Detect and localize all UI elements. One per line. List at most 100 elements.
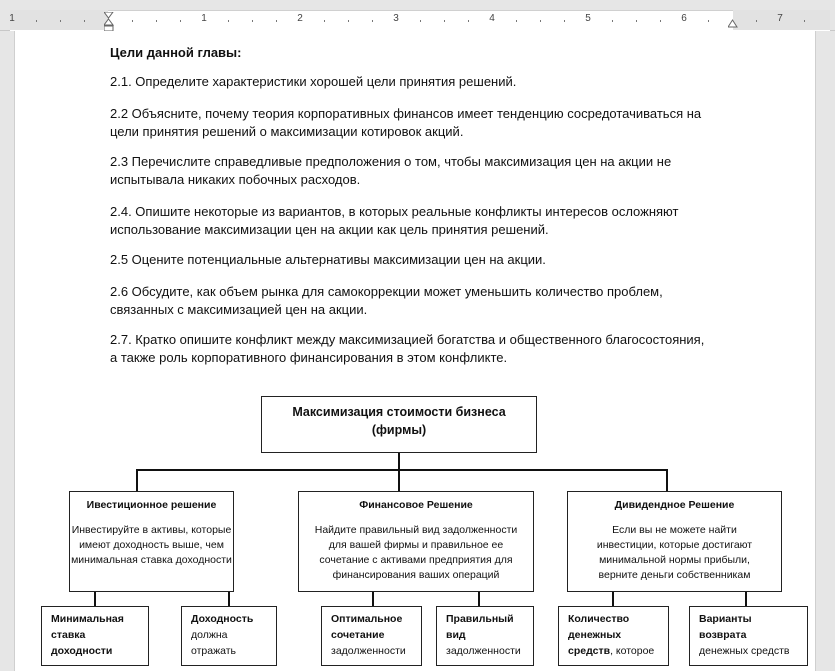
connector-line <box>398 469 400 491</box>
paragraph-line: связанных с максимизацией цен на акции. <box>110 302 368 317</box>
sub-line: Варианты <box>699 613 752 625</box>
ruler-label: 3 <box>393 13 399 24</box>
ruler-label: 6 <box>681 13 687 24</box>
ruler-tick <box>444 20 445 22</box>
dividend-decision-box: Дивидендное Решение Если вы не можете на… <box>567 491 782 592</box>
root-title-line: Максимизация стоимости бизнеса <box>292 405 506 419</box>
decision-body-line: Найдите правильный вид задолженности <box>314 524 518 536</box>
decision-body-line: Инвестируйте в активы, которые <box>71 524 232 536</box>
goal-paragraph: 2.5 Оцените потенциальные альтернативы м… <box>110 252 546 267</box>
right-indent-marker[interactable] <box>728 19 738 29</box>
investment-decision-box: Ивестиционное решение Инвестируйте в акт… <box>69 491 234 592</box>
sub-line: денежных средств <box>699 645 790 657</box>
paragraph-line: испытывала никаких побочных расходов. <box>110 172 361 187</box>
ruler-label: 1 <box>9 13 15 24</box>
decision-title: Финансовое Решение <box>359 499 473 511</box>
sub-box-optimal-mix: Оптимальное сочетание задолженности <box>321 606 422 666</box>
goal-paragraph: 2.3 Перечислите справедливые предположен… <box>110 153 750 189</box>
sub-line: должна <box>191 629 228 641</box>
paragraph-line: цели принятия решений о максимизации кот… <box>110 124 464 139</box>
first-line-indent-marker[interactable] <box>104 12 114 32</box>
sub-line: денежных <box>568 629 622 641</box>
ruler-tick <box>564 20 565 22</box>
ruler-tick <box>132 20 133 22</box>
sub-line: задолженности <box>446 645 521 657</box>
ruler-label: 4 <box>489 13 495 24</box>
ruler-tick <box>636 20 637 22</box>
ruler-tick <box>804 20 805 22</box>
paragraph-line: 2.7. Кратко опишите конфликт между макси… <box>110 332 705 347</box>
decision-body-line: сочетание с активами предприятия для <box>319 554 513 566</box>
goal-paragraph: 2.4. Опишите некоторые из вариантов, в к… <box>110 203 750 239</box>
connector-line <box>228 592 230 607</box>
ruler-tick <box>60 20 61 22</box>
paragraph-line: 2.4. Опишите некоторые из вариантов, в к… <box>110 204 679 219</box>
document-page[interactable]: Цели данной главы: 2.1. Определите харак… <box>14 31 816 671</box>
ruler-label: 1 <box>201 13 207 24</box>
ruler-tick <box>84 20 85 22</box>
goal-paragraph: 2.2 Объясните, почему теория корпоративн… <box>110 105 750 141</box>
goal-paragraph: 2.7. Кратко опишите конфликт между макси… <box>110 331 750 367</box>
sub-line: вид <box>446 629 466 641</box>
ruler-tick <box>708 20 709 22</box>
sub-line: Доходность <box>191 613 254 625</box>
decision-title: Ивестиционное решение <box>86 499 217 511</box>
paragraph-line: 2.3 Перечислите справедливые предположен… <box>110 154 672 169</box>
sub-line-bold-part: средств <box>568 645 611 657</box>
connector-line <box>666 469 668 491</box>
goal-paragraph: 2.6 Обсудите, как объем рынка для самоко… <box>110 283 750 319</box>
decision-body-line: Если вы не можете найти <box>612 524 737 536</box>
ruler-tick <box>276 20 277 22</box>
connector-line <box>398 453 400 470</box>
horizontal-ruler[interactable]: 1 1 2 3 4 5 6 7 <box>0 0 835 32</box>
ruler-tick <box>540 20 541 22</box>
ruler-right-margin <box>733 10 830 30</box>
decision-body-line: для вашей фирмы и правильное ее <box>328 539 504 551</box>
sub-line-mixed: средств, которое <box>568 643 668 659</box>
connector-line <box>745 592 747 607</box>
connector-line <box>94 592 96 607</box>
decision-body-line: минимальная ставка доходности <box>71 554 232 566</box>
connector-line <box>136 469 138 491</box>
sub-line-normal-part: , которое <box>610 645 655 657</box>
ruler-tick <box>348 20 349 22</box>
ruler-tick <box>372 20 373 22</box>
ruler-tick <box>756 20 757 22</box>
sub-box-return-options: Варианты возврата денежных средств <box>689 606 808 666</box>
paragraph-line: 2.2 Объясните, почему теория корпоративн… <box>110 106 702 121</box>
ruler-left-margin <box>10 10 108 30</box>
sub-box-cash-amount: Количество денежных средств, которое <box>558 606 669 666</box>
ruler-tick <box>156 20 157 22</box>
ruler-tick <box>660 20 661 22</box>
decision-body-line: имеют доходность выше, чем <box>79 539 224 551</box>
paragraph-line: 2.6 Обсудите, как объем рынка для самоко… <box>110 284 663 299</box>
ruler-tick <box>468 20 469 22</box>
connector-line <box>612 592 614 607</box>
ruler-tick <box>516 20 517 22</box>
sub-line: Минимальная <box>51 613 124 625</box>
financing-decision-box: Финансовое Решение Найдите правильный ви… <box>298 491 534 592</box>
ruler-label: 7 <box>777 13 783 24</box>
sub-line: Оптимальное <box>331 613 403 625</box>
chapter-goals-heading: Цели данной главы: <box>110 45 242 60</box>
connector-line <box>136 469 667 471</box>
ruler-tick <box>36 20 37 22</box>
ruler-tick <box>228 20 229 22</box>
decision-body-line: финансирования ваших операций <box>332 569 500 581</box>
ruler-label: 2 <box>297 13 303 24</box>
goal-paragraph: 2.1. Определите характеристики хорошей ц… <box>110 74 517 89</box>
paragraph-line: а также роль корпоративного финансирован… <box>110 350 508 365</box>
decision-title: Дивидендное Решение <box>614 499 735 511</box>
sub-line: сочетание <box>331 629 385 641</box>
connector-line <box>372 592 374 607</box>
decision-body-line: минимальной нормы прибыли, <box>599 554 750 566</box>
ruler-tick <box>612 20 613 22</box>
sub-line: Количество <box>568 613 630 625</box>
decision-body-line: инвестиции, которые достигают <box>596 539 753 551</box>
ruler-label: 5 <box>585 13 591 24</box>
sub-line: доходности <box>51 645 113 657</box>
sub-line: Правильный <box>446 613 514 625</box>
ruler-tick <box>324 20 325 22</box>
ruler-tick <box>420 20 421 22</box>
diagram-root-box: Максимизация стоимости бизнеса (фирмы) <box>261 396 537 453</box>
